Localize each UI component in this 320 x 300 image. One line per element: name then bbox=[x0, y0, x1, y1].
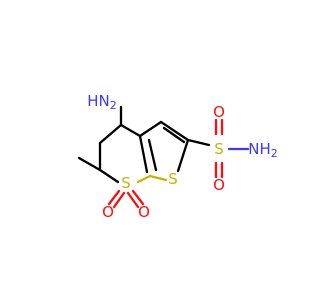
bond-c4-c3a bbox=[119, 123, 142, 138]
atom-o-ring-right: O bbox=[138, 203, 150, 221]
atom-s-ring: S bbox=[121, 174, 131, 192]
atom-s-thiophene: S bbox=[168, 170, 178, 188]
bond-c7a-c3a bbox=[138, 134, 149, 174]
bond-ring-s-o-right-a bbox=[131, 189, 145, 206]
bond-c4-c5 bbox=[98, 123, 123, 145]
atom-labels: HN2 S O O NH2 S S O O bbox=[87, 92, 278, 221]
bonds bbox=[77, 105, 250, 209]
bond-c2-sulfonyl-s bbox=[186, 138, 211, 147]
atom-o-ring-left: O bbox=[102, 203, 114, 221]
molecule-structure: HN2 S O O NH2 S S O O bbox=[77, 92, 278, 221]
atom-o-sulfonyl-bottom: O bbox=[213, 176, 225, 194]
atom-n-amino: HN2 bbox=[87, 92, 117, 112]
bond-c6-ring-s bbox=[98, 168, 120, 184]
bond-c3a-c3 bbox=[138, 120, 163, 138]
bond-ring-s-o-left-a bbox=[107, 189, 121, 206]
bond-c3-c2 bbox=[159, 120, 190, 142]
atom-o-sulfonyl-top: O bbox=[213, 103, 225, 121]
bond-thiophene-s-c7a bbox=[148, 174, 168, 182]
bond-c6-methyl bbox=[77, 156, 102, 172]
atom-n-sulfonamide: NH2 bbox=[248, 140, 278, 160]
bond-c2-thiophene-s bbox=[176, 138, 190, 173]
bond-ring-s-c7a bbox=[136, 174, 152, 184]
bond-c2-c3-double bbox=[162, 126, 186, 144]
bond-c7a-c3a-double bbox=[147, 138, 158, 172]
atom-s-sulfonyl: S bbox=[214, 140, 224, 158]
bond-ring-s-o-left-b bbox=[112, 191, 126, 209]
bond-ring-s-o-right-b bbox=[126, 191, 140, 209]
